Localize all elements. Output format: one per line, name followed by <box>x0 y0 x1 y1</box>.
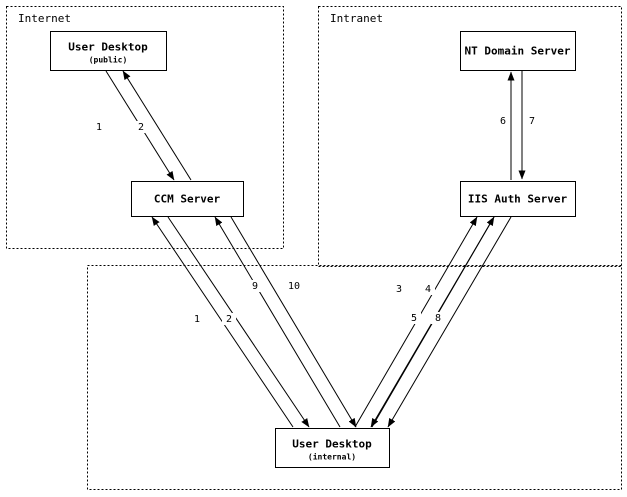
zone-internal <box>87 265 622 490</box>
node-box-user-desktop-internal[interactable] <box>275 428 390 468</box>
flow-step-label-8-iis-auth-server: 8 <box>435 313 441 324</box>
flow-label-backdrop-3 <box>392 283 406 295</box>
node-iis-auth-server[interactable]: IIS Auth Server <box>460 181 576 217</box>
flow-step-label-4-iis-auth-server: 4 <box>425 284 431 295</box>
flow-label-backdrop-8 <box>431 312 445 324</box>
flow-label-backdrop-4 <box>421 283 435 295</box>
zone-boundary-intranet <box>318 6 622 267</box>
node-user-desktop-public[interactable]: User Desktop(public) <box>50 31 167 71</box>
flow-label-backdrop-6 <box>496 115 510 127</box>
flow-label-backdrop-10 <box>284 280 305 292</box>
flows-layer <box>105 70 526 428</box>
flow-step-label-2-ccm-server: 2 <box>138 122 144 133</box>
flow-step-label-10-ccm-server: 10 <box>288 281 300 292</box>
flow-label-backdrop-5 <box>407 312 421 324</box>
node-title-nt-domain-server: NT Domain Server <box>465 45 571 58</box>
flow-line-step-8-iis-auth-server-to-user-desktop-internal <box>387 216 512 428</box>
flow-step-label-2-ccm-server: 2 <box>226 314 232 325</box>
flow-label-backdrop-1 <box>92 121 106 133</box>
node-box-user-desktop-public[interactable] <box>50 31 167 71</box>
flow-label-backdrop-1 <box>190 313 204 325</box>
node-title-user-desktop-public: User Desktop <box>68 41 148 54</box>
node-subtitle-user-desktop-public: (public) <box>89 55 128 65</box>
zone-label-internet: Internet <box>18 12 71 25</box>
node-ccm-server[interactable]: CCM Server <box>131 181 244 217</box>
flow-label-backdrop-9 <box>248 280 262 292</box>
flow-step-label-1-user-desktop-internal: 1 <box>194 314 200 325</box>
zone-internet: Internet <box>6 6 284 249</box>
flow-step-label-1-user-desktop-public: 1 <box>96 122 102 133</box>
node-box-iis-auth-server[interactable] <box>460 181 576 217</box>
flow-step-label-3-user-desktop-internal: 3 <box>396 284 402 295</box>
flow-line-step-10-ccm-server-to-user-desktop-internal <box>230 216 357 428</box>
node-title-user-desktop-internal: User Desktop <box>292 438 372 451</box>
node-box-ccm-server[interactable] <box>131 181 244 217</box>
flow-step-label-6-iis-auth-server: 6 <box>500 116 506 127</box>
flow-line-step-9-user-desktop-internal-to-ccm-server <box>214 216 341 428</box>
node-subtitle-user-desktop-internal: (internal) <box>308 452 356 462</box>
flow-label-backdrop-2 <box>222 313 236 325</box>
flow-line-step-2-ccm-server-to-user-desktop-internal <box>167 216 310 428</box>
zone-boundary-internal <box>87 265 622 490</box>
node-nt-domain-server[interactable]: NT Domain Server <box>460 31 576 71</box>
flow-step-label-5-user-desktop-internal: 5 <box>411 313 417 324</box>
zone-boundary-internet <box>6 6 284 249</box>
node-title-iis-auth-server: IIS Auth Server <box>468 193 568 206</box>
zone-intranet: Intranet <box>318 6 622 267</box>
flow-step-label-7-nt-domain-server: 7 <box>529 116 535 127</box>
flow-line-step-2-ccm-server-to-user-desktop-public <box>122 70 192 181</box>
zones-layer: Internet Intranet <box>6 6 622 490</box>
node-box-nt-domain-server[interactable] <box>460 31 576 71</box>
node-title-ccm-server: CCM Server <box>154 193 221 206</box>
flow-label-backdrop-2 <box>134 121 148 133</box>
flow-label-backdrop-7 <box>525 115 539 127</box>
flow-step-label-9-user-desktop-internal: 9 <box>252 281 258 292</box>
zone-label-intranet: Intranet <box>330 12 383 25</box>
flow-labels-layer: 1 2 1 2 9 10 3 4 5 8 6 7 <box>92 115 539 325</box>
node-user-desktop-internal[interactable]: User Desktop(internal) <box>275 428 390 468</box>
